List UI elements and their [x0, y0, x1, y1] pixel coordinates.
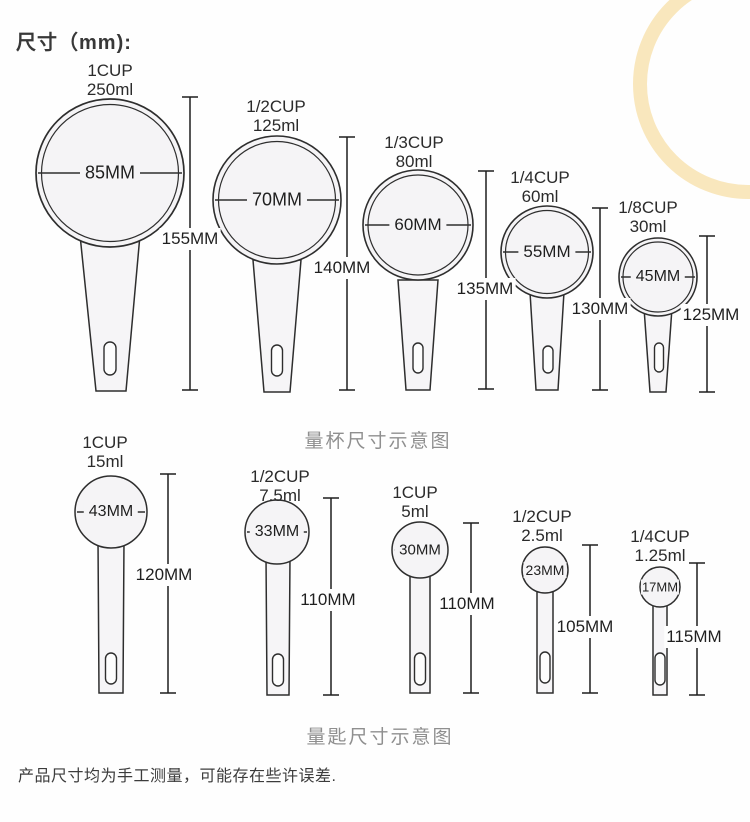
cup-size-text: 1CUP	[87, 61, 133, 80]
handle-slot	[539, 651, 551, 684]
cup-diameter-label: 85MM	[79, 162, 141, 184]
handle-slot	[542, 345, 554, 374]
cup-height-label: 130MM	[569, 298, 631, 320]
spoon-volume-text: 1.25ml	[634, 546, 686, 566]
spoon-diameter-label: 43MM	[83, 503, 139, 521]
cup-size-text: 1/8CUP	[618, 198, 678, 217]
cup-volume-text: 250ml	[86, 80, 134, 100]
handle-slot	[103, 341, 117, 376]
spoon-size-label: 1CUP 15ml	[82, 433, 127, 471]
spoon-size-label: 1CUP 5ml	[392, 483, 437, 521]
spoon-volume-text: 2.5ml	[521, 526, 563, 546]
spoon-size-label: 1/2CUP 2.5ml	[512, 507, 572, 545]
spoon-diameter-label: 33MM	[249, 523, 305, 541]
cup-height-label: 125MM	[680, 304, 742, 326]
handle-slot	[270, 344, 284, 377]
cup-handle	[529, 291, 565, 391]
cup-size-label: 1/4CUP 60ml	[510, 168, 570, 206]
spoon-volume-text: 15ml	[86, 452, 124, 472]
spoon-diameter-label: 30MM	[394, 541, 446, 559]
cup-size-label: 1/2CUP 125ml	[246, 97, 306, 135]
spoon-height-label: 110MM	[437, 593, 497, 615]
spoon-height-label: 105MM	[554, 616, 616, 638]
spoon-size-text: 1CUP	[392, 483, 438, 502]
handle-slot	[653, 342, 665, 373]
cup-volume-text: 60ml	[521, 187, 559, 207]
cup-diameter-label: 55MM	[518, 242, 576, 262]
measurement-disclaimer: 产品尺寸均为手工测量，可能存在些许误差.	[18, 768, 337, 785]
spoon-size-label: 1/4CUP 1.25ml	[630, 527, 690, 565]
spoon-size-label: 1/2CUP 7.5ml	[250, 467, 310, 505]
spoon-diameter-label: 23MM	[523, 562, 567, 578]
handle-slot	[412, 342, 424, 374]
spoon-height-label: 115MM	[664, 626, 724, 648]
cup-height-label: 140MM	[311, 257, 373, 279]
spoon-volume-text: 5ml	[401, 502, 429, 522]
cups-caption: 量杯尺寸示意图	[304, 431, 452, 452]
spoon-size-text: 1/2CUP	[250, 467, 310, 486]
spoon-size-text: 1CUP	[82, 433, 128, 452]
spoon-height-label: 120MM	[133, 564, 195, 586]
spoon-size-text: 1/4CUP	[630, 527, 690, 546]
cup-size-label: 1/3CUP 80ml	[384, 133, 444, 171]
cup-height-label: 155MM	[159, 228, 221, 250]
handle-slot	[104, 652, 118, 685]
cup-size-text: 1/3CUP	[384, 133, 444, 152]
cup-size-label: 1/8CUP 30ml	[618, 198, 678, 236]
cup-volume-text: 125ml	[252, 116, 300, 136]
measuring-spoon-2	[244, 497, 339, 696]
spoon-height-label: 110MM	[298, 589, 358, 611]
cup-height-label: 135MM	[454, 278, 516, 300]
handle-slot	[654, 652, 666, 686]
decorative-ring	[633, 0, 750, 199]
cup-diameter-label: 45MM	[630, 268, 686, 286]
cup-volume-text: 80ml	[395, 152, 433, 172]
spoon-volume-text: 7.5ml	[259, 486, 301, 506]
page-title: 尺寸（mm):	[16, 32, 132, 54]
handle-slot	[413, 652, 427, 686]
spoons-caption: 量匙尺寸示意图	[306, 727, 454, 748]
cup-size-label: 1CUP 250ml	[87, 61, 133, 99]
cup-size-text: 1/2CUP	[246, 97, 306, 116]
cup-volume-text: 30ml	[629, 217, 667, 237]
spoon-size-text: 1/2CUP	[512, 507, 572, 526]
handle-slot	[271, 653, 285, 687]
cup-diameter-label: 60MM	[389, 215, 447, 235]
spoon-diameter-label: 17MM	[640, 579, 680, 595]
cup-diameter-label: 70MM	[246, 189, 308, 211]
cup-size-text: 1/4CUP	[510, 168, 570, 187]
measuring-spoon-1	[74, 473, 176, 694]
